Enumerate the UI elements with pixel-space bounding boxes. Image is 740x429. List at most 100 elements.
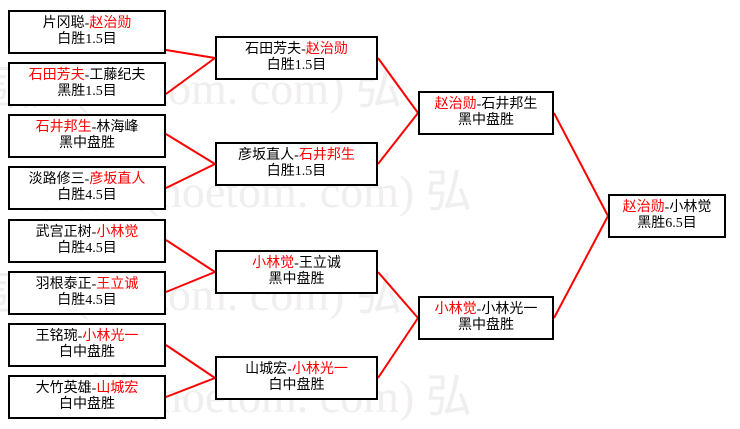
player-right: 山城宏 — [96, 381, 139, 397]
match-box-r1m1[interactable]: 片冈聪-赵治勋 白胜1.5目 — [8, 10, 166, 54]
match-box-r2m3[interactable]: 小林觉-王立诚 黑中盘胜 — [215, 250, 378, 294]
match-result: 黑中盘胜 — [268, 272, 325, 287]
match-box-final[interactable]: 赵治勋-小林觉 黑胜6.5目 — [608, 194, 726, 238]
match-result: 黑中盘胜 — [458, 113, 514, 128]
pairing-dash: - — [476, 302, 482, 318]
player-right: 小林觉 — [669, 200, 712, 216]
player-left: 山城宏 — [245, 362, 288, 378]
match-box-r1m6[interactable]: 羽根泰正-王立诚 白胜4.5目 — [8, 271, 166, 315]
match-box-r2m1[interactable]: 石田芳夫-赵治勋 白胜1.5目 — [215, 36, 378, 80]
match-pairing: 石田芳夫-工藤纪夫 — [29, 68, 146, 84]
match-pairing: 赵治勋-石井邦生 — [435, 97, 538, 113]
player-right: 林海峰 — [96, 120, 139, 136]
match-pairing: 小林觉-小林光一 — [435, 302, 538, 318]
match-box-r1m3[interactable]: 石井邦生-林海峰 黑中盘胜 — [8, 114, 166, 158]
match-box-r2m2[interactable]: 彦坂直人-石井邦生 白胜1.5目 — [215, 142, 378, 186]
match-pairing: 山城宏-小林光一 — [245, 362, 348, 378]
connector-r1m6-r2m3 — [165, 271, 216, 293]
pairing-dash: - — [476, 97, 482, 113]
match-pairing: 石井邦生-林海峰 — [36, 120, 139, 136]
player-right: 小林光一 — [82, 329, 139, 345]
pairing-dash: - — [664, 200, 670, 216]
pairing-dash: - — [91, 277, 97, 293]
player-left: 武宫正树 — [35, 225, 92, 241]
match-pairing: 彦坂直人-石井邦生 — [238, 148, 355, 164]
connector-r2m3-sf2 — [377, 271, 419, 319]
player-left: 片冈聪 — [42, 16, 85, 32]
match-pairing: 赵治勋-小林觉 — [623, 200, 712, 216]
player-left: 王铭琬 — [35, 329, 78, 345]
player-left: 赵治勋 — [622, 200, 665, 216]
player-left: 羽根泰正 — [35, 277, 92, 293]
match-pairing: 王铭琬-小林光一 — [36, 329, 139, 345]
connector-r1m1-r2m1 — [165, 49, 216, 59]
pairing-dash: - — [301, 42, 306, 58]
match-result: 黑中盘胜 — [458, 318, 514, 333]
pairing-dash: - — [77, 329, 83, 345]
match-pairing: 羽根泰正-王立诚 — [36, 277, 139, 293]
connector-sf1-final — [553, 112, 609, 217]
match-pairing: 石田芳夫-赵治勋 — [245, 42, 348, 58]
player-right: 王立诚 — [96, 277, 139, 293]
connector-r1m2-r2m1 — [165, 57, 216, 95]
player-left: 淡路修三 — [28, 172, 85, 188]
player-right: 小林觉 — [96, 225, 139, 241]
match-result: 白胜1.5目 — [57, 32, 117, 47]
match-result: 白胜1.5目 — [266, 58, 327, 73]
match-pairing: 大竹英雄-山城宏 — [36, 381, 139, 397]
connector-r2m4-sf2 — [377, 317, 419, 379]
connector-r2m1-sf1 — [377, 57, 419, 114]
match-result: 白中盘胜 — [59, 345, 115, 360]
pairing-dash: - — [287, 362, 292, 378]
connector-r2m2-sf1 — [377, 112, 419, 165]
pairing-dash: - — [84, 172, 90, 188]
match-result: 白胜4.5目 — [57, 188, 117, 203]
connector-r1m4-r2m2 — [165, 163, 216, 189]
match-box-r1m7[interactable]: 王铭琬-小林光一 白中盘胜 — [8, 323, 166, 367]
match-pairing: 片冈聪-赵治勋 — [43, 16, 132, 32]
match-box-r1m8[interactable]: 大竹英雄-山城宏 白中盘胜 — [8, 375, 166, 419]
pairing-dash: - — [84, 68, 90, 84]
player-left: 赵治勋 — [434, 97, 477, 113]
match-box-r1m2[interactable]: 石田芳夫-工藤纪夫 黑胜1.5目 — [8, 62, 166, 106]
match-result: 白中盘胜 — [268, 378, 325, 393]
match-result: 黑胜1.5目 — [57, 84, 117, 99]
player-right: 王立诚 — [298, 256, 341, 272]
connector-r1m5-r2m3 — [165, 239, 216, 273]
connector-r1m3-r2m1-extra — [165, 133, 216, 165]
player-right: 石井邦生 — [298, 148, 355, 164]
pairing-dash: - — [294, 256, 299, 272]
match-box-semifinal-1[interactable]: 赵治勋-石井邦生 黑中盘胜 — [418, 91, 554, 135]
match-result: 白中盘胜 — [59, 397, 115, 412]
connector-r1m8-r2m4 — [165, 377, 216, 398]
pairing-dash: - — [84, 16, 90, 32]
player-right: 赵治勋 — [89, 16, 132, 32]
pairing-dash: - — [91, 120, 97, 136]
player-left: 石田芳夫 — [245, 42, 302, 58]
match-result: 白胜4.5目 — [57, 293, 117, 308]
connector-sf2-final — [553, 215, 609, 319]
match-result: 黑中盘胜 — [59, 136, 115, 151]
player-left: 小林觉 — [252, 256, 295, 272]
player-right: 赵治勋 — [305, 42, 348, 58]
player-right: 工藤纪夫 — [89, 68, 146, 84]
player-left: 大竹英雄 — [35, 381, 92, 397]
player-right: 小林光一 — [291, 362, 348, 378]
player-right: 彦坂直人 — [89, 172, 146, 188]
match-pairing: 小林觉-王立诚 — [252, 256, 341, 272]
match-box-semifinal-2[interactable]: 小林觉-小林光一 黑中盘胜 — [418, 296, 554, 340]
player-left: 石井邦生 — [35, 120, 92, 136]
match-box-r2m4[interactable]: 山城宏-小林光一 白中盘胜 — [215, 356, 378, 400]
pairing-dash: - — [294, 148, 299, 164]
player-left: 彦坂直人 — [238, 148, 295, 164]
match-box-r1m4[interactable]: 淡路修三-彦坂直人 白胜4.5目 — [8, 166, 166, 210]
match-box-r1m5[interactable]: 武宫正树-小林觉 白胜4.5目 — [8, 219, 166, 263]
player-right: 小林光一 — [481, 302, 538, 318]
pairing-dash: - — [91, 381, 97, 397]
match-result: 白胜4.5目 — [57, 241, 117, 256]
match-result: 黑胜6.5目 — [637, 216, 697, 231]
connector-r1m7-r2m4 — [165, 344, 216, 379]
player-left: 石田芳夫 — [28, 68, 85, 84]
player-left: 小林觉 — [434, 302, 477, 318]
